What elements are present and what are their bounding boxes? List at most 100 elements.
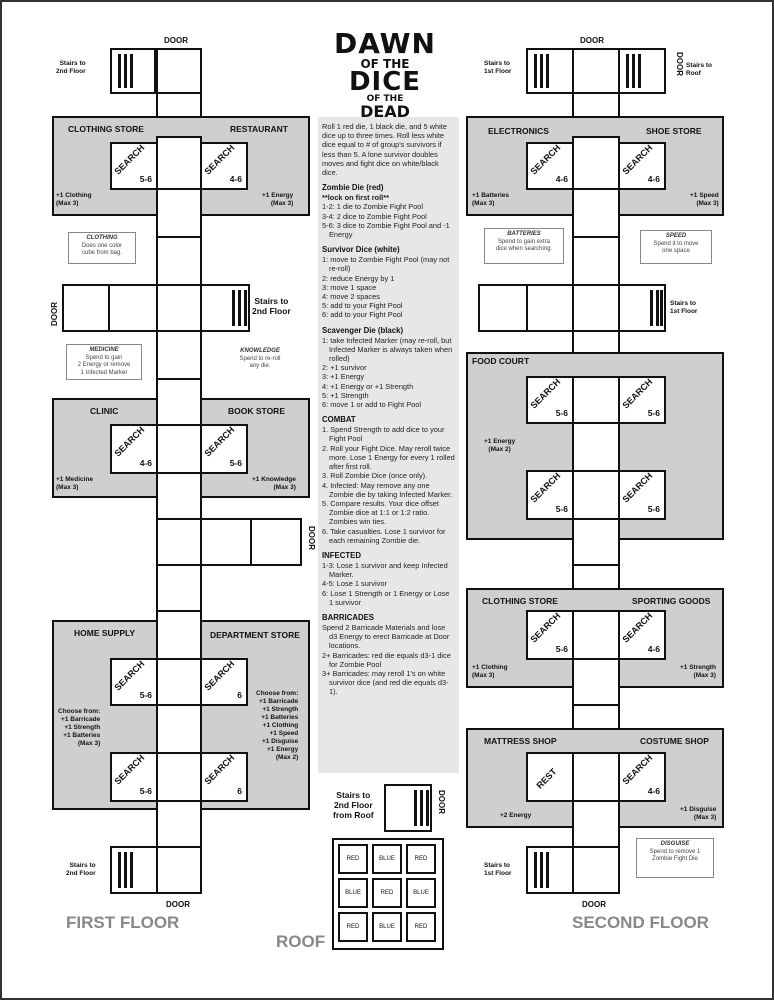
corridor-square[interactable] xyxy=(108,284,158,332)
corridor-square[interactable] xyxy=(156,846,202,894)
search-range: 5-6 xyxy=(139,174,152,184)
corridor-square[interactable] xyxy=(572,188,620,238)
corridor-square[interactable] xyxy=(572,470,620,520)
corridor-square[interactable] xyxy=(156,610,202,660)
roof-grid xyxy=(332,838,444,950)
corridor-square[interactable] xyxy=(62,284,110,332)
roof-cell-red[interactable]: RED xyxy=(406,844,436,874)
search-label: SEARCH xyxy=(528,610,563,645)
search-range: 5-6 xyxy=(139,690,152,700)
corridor-square[interactable] xyxy=(572,236,620,286)
floor-name-first: FIRST FLOOR xyxy=(66,913,180,932)
corridor-square[interactable] xyxy=(250,518,302,566)
note-title: CLOTHING xyxy=(86,235,118,241)
combat-heading: COMBAT xyxy=(322,415,356,425)
stair-tile[interactable] xyxy=(200,284,250,332)
corridor-square[interactable] xyxy=(572,610,620,660)
stair-tile[interactable] xyxy=(110,846,158,894)
room-bonus: +1 Energy (Max 3) xyxy=(262,192,294,207)
survivor-line: 5: add to your Fight Pool xyxy=(322,301,403,311)
corridor-square[interactable] xyxy=(156,330,202,380)
roof-cell-blue[interactable]: BLUE xyxy=(338,878,368,908)
corridor-square[interactable] xyxy=(156,704,202,754)
corridor-square[interactable] xyxy=(156,752,202,802)
stair-tile[interactable] xyxy=(618,48,666,94)
barricades-line: 2+ Barricades: red die equals d3-1 dice … xyxy=(322,650,451,669)
roof-cell-blue[interactable]: BLUE xyxy=(406,878,436,908)
corridor-square[interactable] xyxy=(200,518,252,566)
corridor-square[interactable] xyxy=(478,284,528,332)
stair-tile[interactable] xyxy=(618,284,666,332)
scavenger-die-heading: Scavenger Die (black) xyxy=(322,325,404,335)
door-label-bottom: DOOR xyxy=(166,900,190,909)
corridor-square[interactable] xyxy=(572,658,620,706)
corridor-square[interactable] xyxy=(526,284,574,332)
rest-space[interactable]: REST xyxy=(526,752,574,802)
corridor-square[interactable] xyxy=(572,136,620,190)
corridor-square[interactable] xyxy=(156,284,202,332)
zombie-die-heading: Zombie Die (red) xyxy=(322,183,384,193)
corridor-square[interactable] xyxy=(156,378,202,426)
corridor-square[interactable] xyxy=(572,376,620,424)
stair-tile[interactable] xyxy=(526,846,574,894)
roof-cell-red[interactable]: RED xyxy=(338,844,368,874)
corridor-square[interactable] xyxy=(572,800,620,848)
room-name: CLOTHING STORE xyxy=(482,596,558,606)
corridor-square[interactable] xyxy=(156,136,202,190)
stairs-to-1st-floor-mid: Stairs to 1st Floor xyxy=(670,300,698,315)
infected-heading: INFECTED xyxy=(322,550,361,560)
barricades-heading: BARRICADES xyxy=(322,612,374,622)
roof-cell-red[interactable]: RED xyxy=(406,912,436,942)
corridor-square[interactable] xyxy=(156,236,202,286)
stair-tile[interactable] xyxy=(110,48,156,94)
game-title: DAWN OF THE DICE OF THE DEAD xyxy=(330,30,440,121)
title-dead: DEAD xyxy=(360,102,410,121)
survivor-dice-heading: Survivor Dice (white) xyxy=(322,245,400,255)
search-range: 6 xyxy=(237,786,242,796)
stair-tile[interactable] xyxy=(384,784,432,832)
roof-cell-blue[interactable]: BLUE xyxy=(372,844,402,874)
corridor-square[interactable] xyxy=(156,48,202,94)
door-label-roof-stairs: DOOR xyxy=(675,52,684,76)
corridor-square[interactable] xyxy=(572,752,620,802)
corridor-square[interactable] xyxy=(572,284,620,332)
corridor-square[interactable] xyxy=(156,658,202,706)
roof-cell-blue[interactable]: BLUE xyxy=(372,912,402,942)
stair-tile[interactable] xyxy=(526,48,574,94)
room-name: HOME SUPPLY xyxy=(74,628,136,638)
corridor-square[interactable] xyxy=(156,424,202,474)
corridor-square[interactable] xyxy=(156,518,202,566)
corridor-square[interactable] xyxy=(572,422,620,472)
corridor-square[interactable] xyxy=(572,846,620,894)
corridor-square[interactable] xyxy=(156,564,202,612)
corridor-square[interactable] xyxy=(156,188,202,238)
corridor-square[interactable] xyxy=(572,518,620,566)
roof-cell-red[interactable]: RED xyxy=(338,912,368,942)
corridor-square[interactable] xyxy=(156,472,202,520)
corridor-square[interactable] xyxy=(156,800,202,848)
combat-line: 4. Infected: May remove any one Zombie d… xyxy=(322,480,453,499)
roof-cell-red[interactable]: RED xyxy=(372,878,402,908)
zombie-line: 3-4: 2 dice to Zombie Fight Pool xyxy=(322,211,427,221)
corridor-square[interactable] xyxy=(572,48,620,94)
